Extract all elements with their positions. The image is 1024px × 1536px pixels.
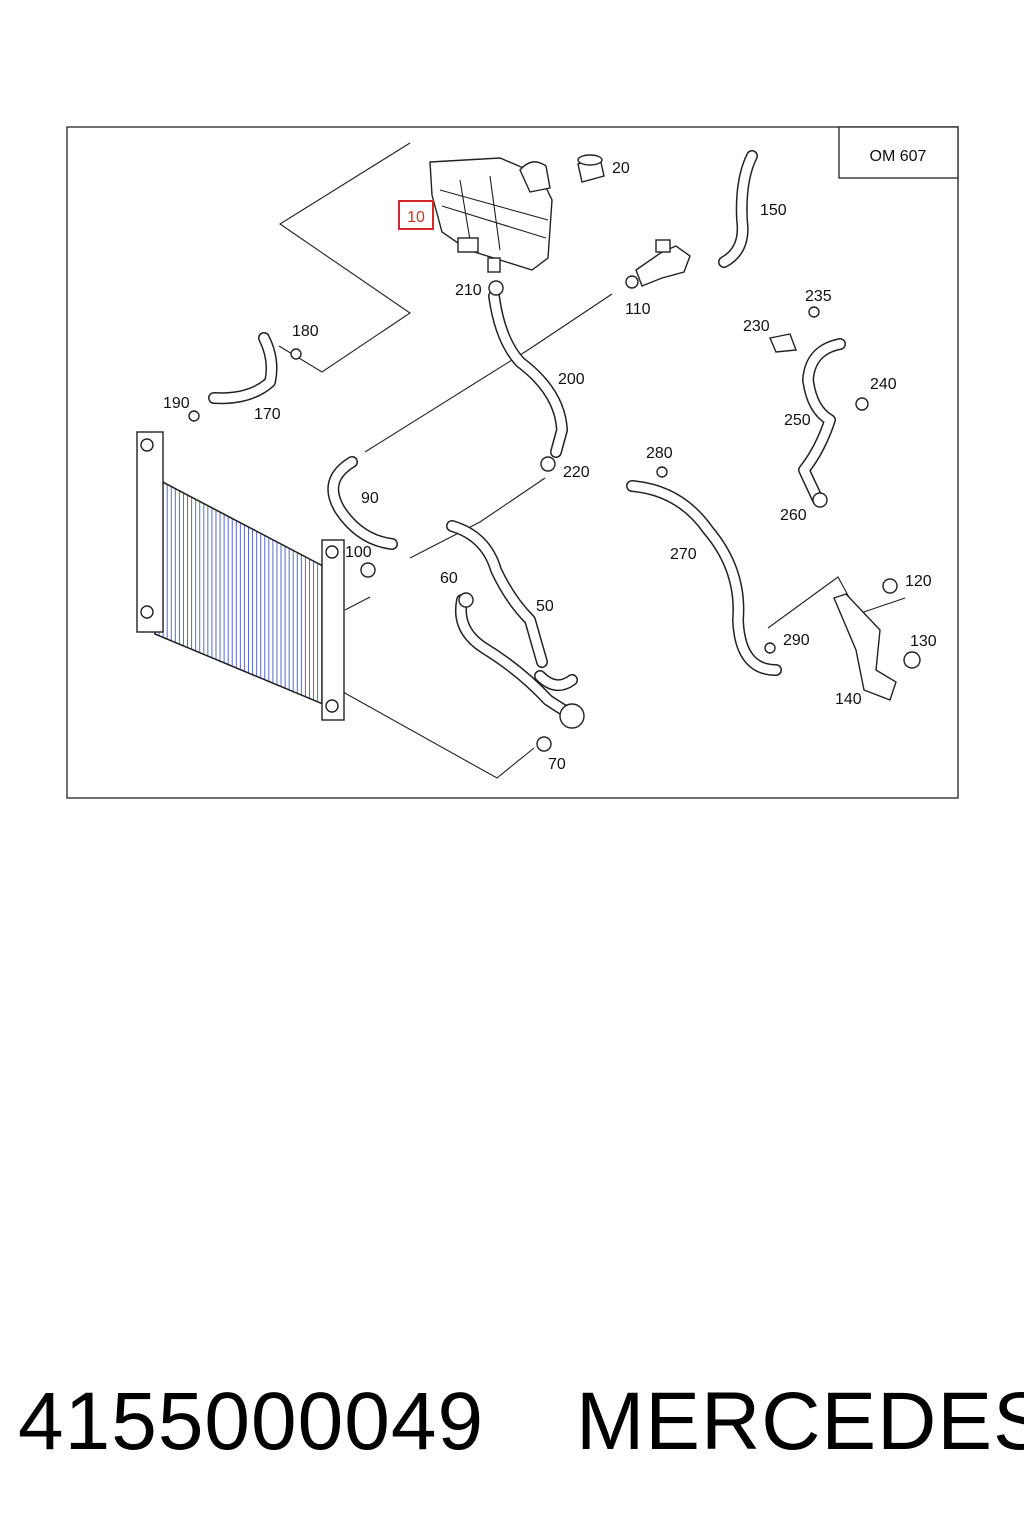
callout-220: 220: [563, 464, 590, 481]
part-number: 4155000049: [18, 1376, 485, 1467]
callout-190: 190: [163, 395, 190, 412]
callout-210: 210: [455, 282, 482, 299]
callout-100: 100: [345, 544, 372, 561]
callout-240: 240: [870, 376, 897, 393]
callout-200: 200: [558, 371, 585, 388]
callout-70: 70: [548, 756, 566, 773]
callout-270: 270: [670, 546, 697, 563]
callout-110: 110: [625, 301, 651, 318]
callout-130: 130: [910, 633, 937, 650]
callout-50: 50: [536, 598, 554, 615]
callout-235: 235: [805, 288, 832, 305]
callout-250: 250: [784, 412, 811, 429]
callout-labels: 10 20 50 60 70 90 100 110 120 130 140 15…: [163, 160, 937, 773]
cooling-system-diagram: OM 607: [66, 126, 959, 799]
callout-20: 20: [612, 160, 630, 177]
engine-code-box: OM 607: [838, 126, 959, 179]
coolant-flange: [625, 239, 691, 289]
footer: 4155000049 MERCEDES: [0, 1372, 1024, 1472]
diagram-frame: [66, 126, 959, 799]
callout-260: 260: [780, 507, 807, 524]
radiator: [136, 431, 345, 721]
callout-140: 140: [835, 691, 862, 708]
callout-280: 280: [646, 445, 673, 462]
callout-90: 90: [361, 490, 379, 507]
clamps: [188, 280, 869, 752]
callout-180: 180: [292, 323, 319, 340]
callout-highlight-box: [398, 200, 434, 230]
callout-290: 290: [783, 632, 810, 649]
callout-230: 230: [743, 318, 770, 335]
callout-60: 60: [440, 570, 458, 587]
callout-150: 150: [760, 202, 787, 219]
callout-120: 120: [905, 573, 932, 590]
valve-assembly: [833, 578, 921, 701]
engine-code-label: OM 607: [870, 148, 927, 165]
callout-170: 170: [254, 406, 281, 423]
expansion-tank: [429, 157, 553, 273]
filler-cap: [577, 154, 605, 183]
brand-name: MERCEDES: [576, 1376, 1024, 1467]
radiator-fins: [154, 478, 343, 712]
callout-10: 10: [407, 209, 425, 226]
